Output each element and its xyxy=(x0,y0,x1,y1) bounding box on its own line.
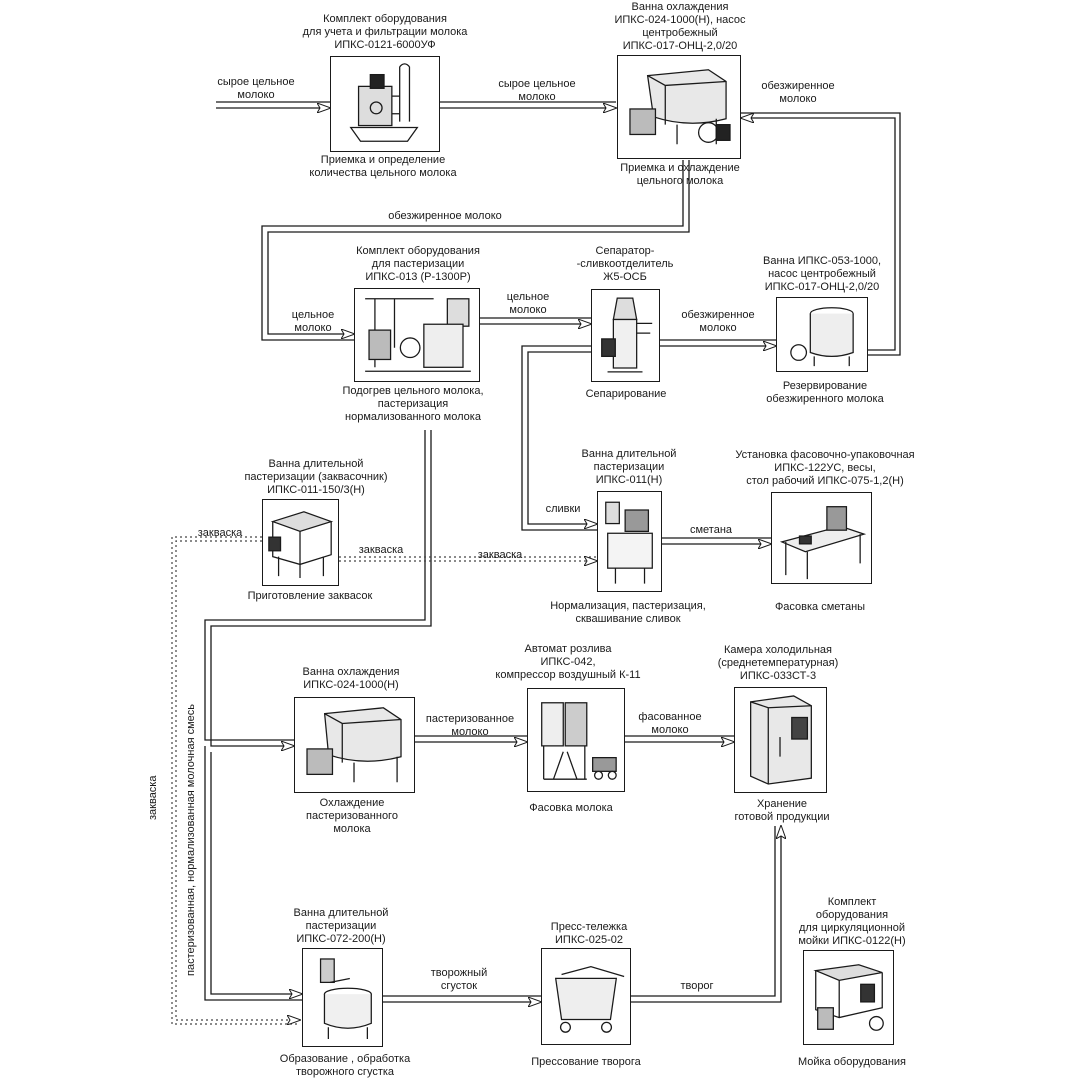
caption-cooling-past: Охлаждение пастеризованного молока xyxy=(306,797,398,835)
cip-washing-unit-icon xyxy=(813,964,884,1031)
flow-label-raw-in: сырое цельное молоко xyxy=(217,76,295,101)
dotted-starter-right xyxy=(339,557,597,561)
arrow-curd-clot xyxy=(383,996,541,1002)
flow-label-skim-return: обезжиренное молоко xyxy=(761,80,835,105)
title-cold-room: Камера холодильная (среднетемпературная)… xyxy=(717,644,839,682)
title-cream-bath: Ванна длительной пастеризации ИПКС-011(Н… xyxy=(581,448,677,486)
flow-label-starter-left: закваска xyxy=(197,527,243,539)
arrow-whole-to-sep xyxy=(480,318,591,324)
title-pasteurization: Комплект оборудования для пастеризации И… xyxy=(356,245,480,283)
packing-table-icon xyxy=(779,506,867,580)
title-accounting: Комплект оборудования для учета и фильтр… xyxy=(302,13,468,51)
cooling-bath-with-pump-icon xyxy=(629,69,731,145)
press-cart-icon xyxy=(554,966,625,1033)
node-curd-bath-box[interactable] xyxy=(302,948,383,1047)
arrow-sour-cream xyxy=(662,538,771,544)
flow-label-whole-to-sep: цельное молоко xyxy=(506,291,550,316)
caption-cream-bath: Нормализация, пастеризация, сквашивание … xyxy=(550,600,706,625)
starter-bath-icon xyxy=(268,511,334,579)
cooling-bath-icon xyxy=(306,707,402,783)
arrow-packed-milk xyxy=(625,736,734,742)
flow-label-starter-mid: закваска xyxy=(477,549,523,561)
caption-cold-room: Хранение готовой продукции xyxy=(734,798,830,823)
flow-label-vertical-starter: закваска xyxy=(147,775,159,820)
flow-label-curd-clot: творожный сгусток xyxy=(430,967,488,992)
cold-room-icon xyxy=(750,695,812,785)
caption-starter: Приготовление заквасок xyxy=(247,590,373,602)
storage-tank-with-pump-icon xyxy=(790,307,854,367)
long-pasteurization-bath-icon xyxy=(605,501,653,584)
pasteurization-unit-icon xyxy=(365,298,471,372)
flow-label-vertical-mix: пастеризованная, нормализованная молочна… xyxy=(185,704,197,976)
arrow-mix-to-curd xyxy=(204,746,302,1000)
node-skim-tank-box[interactable] xyxy=(776,297,868,372)
title-cip: Комплект оборудования для циркуляционной… xyxy=(798,896,906,947)
title-skim-tank: Ванна ИПКС-053-1000, насос центробежный … xyxy=(762,255,882,293)
flow-label-skim-to-tank: обезжиренное молоко xyxy=(681,309,755,334)
flow-label-skim-top: обезжиренное молоко xyxy=(388,210,502,222)
node-cip-box[interactable] xyxy=(803,950,894,1045)
flow-label-raw-to-cool: сырое цельное молоко xyxy=(498,78,576,103)
caption-accounting: Приемка и определение количества цельног… xyxy=(309,154,457,179)
title-cooling-raw: Ванна охлаждения ИПКС-024-1000(Н), насос… xyxy=(614,1,746,52)
cream-separator-icon xyxy=(601,297,653,373)
title-bottling: Автомат розлива ИПКС-042, компрессор воз… xyxy=(495,643,641,681)
milk-accounting-filtration-unit-icon xyxy=(349,63,419,142)
node-accounting-box[interactable] xyxy=(330,56,440,152)
caption-bottling: Фасовка молока xyxy=(529,802,613,814)
node-cold-room-box[interactable] xyxy=(734,687,827,793)
arrow-sep-to-tank xyxy=(660,340,776,346)
dotted-starter-left xyxy=(171,536,300,1024)
flow-label-past-milk: пастеризованное молоко xyxy=(425,713,515,738)
title-starter: Ванна длительной пастеризации (заквасочн… xyxy=(244,458,388,496)
title-sour-pack: Установка фасовочно-упаковочная ИПКС-122… xyxy=(735,449,915,487)
caption-press: Прессование творога xyxy=(531,1056,641,1068)
title-curd-bath: Ванна длительной пастеризации ИПКС-072-2… xyxy=(293,907,389,945)
caption-cip: Мойка оборудования xyxy=(798,1056,906,1068)
node-press-box[interactable] xyxy=(541,948,631,1045)
caption-skim-tank: Резервирование обезжиренного молока xyxy=(766,380,884,405)
caption-sour-pack: Фасовка сметаны xyxy=(774,601,866,613)
caption-separator: Сепарирование xyxy=(585,388,667,400)
title-cooling-past: Ванна охлаждения ИПКС-024-1000(Н) xyxy=(302,666,400,691)
arrow-past-milk xyxy=(415,736,527,742)
curd-vat-icon xyxy=(319,958,372,1039)
title-press: Пресс-тележка ИПКС-025-02 xyxy=(550,921,628,946)
title-separator: Сепаратор- -сливкоотделитель Ж5-ОСБ xyxy=(576,245,674,283)
flow-label-whole-in: цельное молоко xyxy=(291,309,335,334)
arrow-raw-to-cool xyxy=(440,102,616,108)
node-separator-box[interactable] xyxy=(591,289,660,382)
node-bottling-box[interactable] xyxy=(527,688,625,792)
arrow-skim-return xyxy=(741,113,901,356)
arrow-cream xyxy=(521,345,597,530)
node-sour-pack-box[interactable] xyxy=(771,492,872,584)
arrow-curd-up xyxy=(631,826,781,1003)
flow-label-packed-milk: фасованное молоко xyxy=(638,711,702,736)
caption-cooling-raw: Приемка и охлаждение цельного молока xyxy=(620,162,740,187)
flow-label-starter-right: закваска xyxy=(358,544,404,556)
arrow-skim-top xyxy=(261,160,690,340)
bottling-machine-icon xyxy=(541,702,617,780)
node-cooling-past-box[interactable] xyxy=(294,697,415,793)
arrow-raw-in xyxy=(216,102,330,108)
node-starter-box[interactable] xyxy=(262,499,339,586)
node-cooling-raw-box[interactable] xyxy=(617,55,741,159)
caption-curd-bath: Образование , обработка творожного сгуст… xyxy=(279,1053,411,1078)
node-pasteurization-box[interactable] xyxy=(354,288,480,382)
flow-label-sour-cream: сметана xyxy=(689,524,733,536)
flow-label-curd: творог xyxy=(680,980,714,992)
caption-pasteurization: Подогрев цельного молока, пастеризация н… xyxy=(342,385,484,423)
flow-label-cream: сливки xyxy=(545,503,581,515)
node-cream-bath-box[interactable] xyxy=(597,491,662,592)
